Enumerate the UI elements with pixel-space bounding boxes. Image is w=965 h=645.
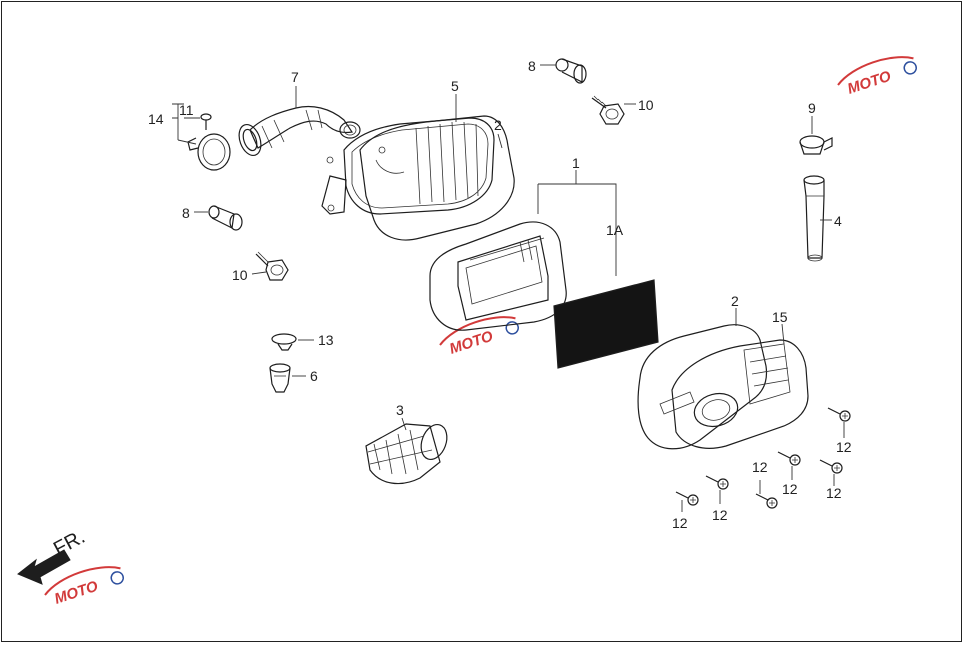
callout-6: 6 [310, 368, 318, 384]
leader-3 [401, 417, 407, 431]
part-14-hose-clamp [187, 133, 231, 171]
callout-12-d: 12 [826, 485, 842, 501]
part-6-drain-cap [269, 363, 291, 393]
callout-12-b: 12 [752, 459, 768, 475]
part-12-screw-b [777, 451, 801, 466]
callout-12-c: 12 [782, 481, 798, 497]
callout-4: 4 [834, 213, 842, 229]
part-8-plug-top [555, 58, 587, 84]
part-12-screw-f [675, 491, 699, 506]
front-direction-arrow: FR. [17, 526, 89, 585]
callout-14: 14 [148, 111, 164, 127]
part-9-clamp [799, 135, 833, 155]
callout-1: 1 [572, 155, 580, 171]
leader-10-left [251, 271, 267, 275]
callout-5: 5 [451, 78, 459, 94]
callout-12-e: 12 [712, 507, 728, 523]
part-7-intake-duct [238, 105, 361, 157]
callout-2-top: 2 [494, 117, 502, 133]
part-12-screw-d [705, 475, 729, 490]
callout-8-left: 8 [182, 205, 190, 221]
callout-7: 7 [291, 69, 299, 85]
callout-3: 3 [396, 402, 404, 418]
part-13-clip [271, 333, 297, 351]
part-5-cleaner-case [321, 117, 495, 215]
part-11-screw [200, 113, 212, 130]
part-12-screw-a [827, 407, 851, 422]
leader-2-top [497, 133, 503, 149]
part-4-drain-tube [803, 175, 825, 262]
part-10-bolt-top [591, 95, 625, 125]
part-1a-filter-pad [553, 279, 659, 369]
callout-8-top: 8 [528, 58, 536, 74]
callout-9: 9 [808, 100, 816, 116]
leader-15 [781, 323, 785, 345]
callout-11: 11 [179, 102, 194, 118]
callout-10-left: 10 [232, 267, 248, 283]
part-2-gasket-right [637, 324, 768, 450]
callout-15: 15 [772, 309, 788, 325]
part-3-inlet-funnel [365, 423, 448, 485]
part-8-plug-left [208, 205, 243, 231]
callout-10-top: 10 [638, 97, 654, 113]
part-10-bolt-left [255, 251, 289, 281]
callout-1a: 1A [606, 222, 624, 238]
watermark-center: MOTO [439, 316, 519, 358]
part-12-screw-c [819, 459, 843, 474]
part-12-screw-e [755, 493, 778, 509]
callout-2-right: 2 [731, 293, 739, 309]
callout-12-f: 12 [672, 515, 688, 531]
leader-1-1a [537, 170, 617, 276]
part-2-gasket-top [359, 115, 515, 241]
callout-13: 13 [318, 332, 334, 348]
watermark-top-right: MOTO [837, 56, 917, 98]
callout-12-a: 12 [836, 439, 852, 455]
part-1-filter-element [429, 221, 567, 331]
part-cover [659, 339, 809, 449]
leader-14-11 [172, 103, 200, 145]
